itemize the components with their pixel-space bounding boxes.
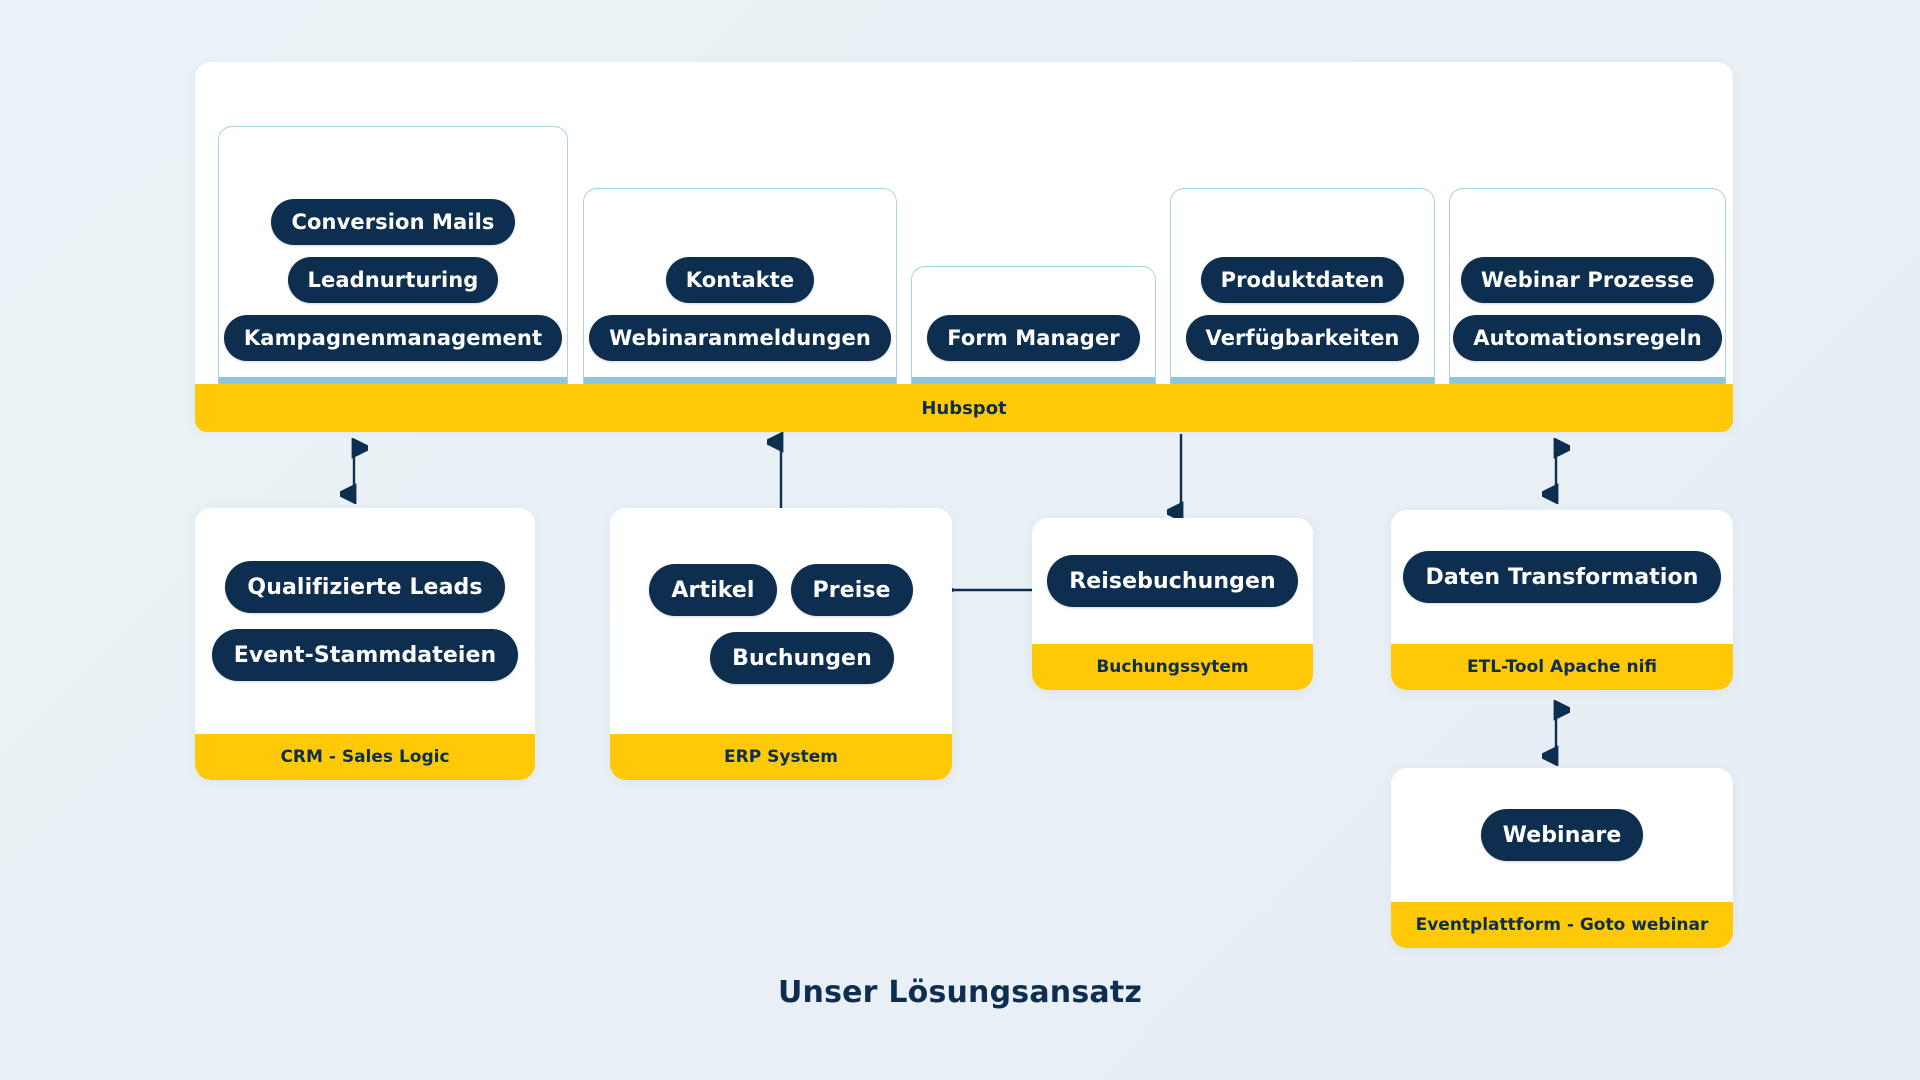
hubspot-platform-container: Conversion Mails Leadnurturing Kampagnen… — [195, 62, 1733, 428]
entity-pill[interactable]: Buchungen — [710, 632, 894, 684]
module-items: Webinar Prozesse Automationsregeln — [1450, 189, 1725, 377]
entity-pill[interactable]: Event-Stammdateien — [211, 629, 519, 681]
module-items: Produktdaten Verfügbarkeiten — [1171, 189, 1434, 377]
capability-pill[interactable]: Produktdaten — [1200, 257, 1405, 303]
system-card-buchungssytem[interactable]: Reisebuchungen Buchungssytem — [1032, 518, 1313, 690]
system-items: Artikel Preise Buchungen — [610, 508, 952, 734]
arrow-hubspot-to-crm-sales — [340, 438, 368, 504]
capability-pill[interactable]: Conversion Mails — [271, 199, 515, 245]
system-caption: ERP System — [610, 734, 952, 780]
system-items: Reisebuchungen — [1032, 518, 1313, 644]
system-caption: Eventplattform - Goto webinar — [1391, 902, 1733, 948]
system-items: Webinare — [1391, 768, 1733, 902]
entity-pill[interactable]: Qualifizierte Leads — [225, 561, 505, 613]
system-caption: Buchungssytem — [1032, 644, 1313, 690]
entity-pill[interactable]: Webinare — [1480, 809, 1644, 861]
capability-pill[interactable]: Kampagnenmanagement — [223, 315, 563, 361]
capability-pill[interactable]: Webinaranmeldungen — [589, 315, 891, 361]
module-items: Form Manager — [912, 267, 1155, 377]
arrow-etl-to-eventplatform — [1542, 700, 1570, 766]
capability-pill[interactable]: Verfügbarkeiten — [1185, 315, 1420, 361]
entity-pill[interactable]: Preise — [790, 564, 913, 616]
capability-pill[interactable]: Form Manager — [927, 315, 1140, 361]
entity-pill[interactable]: Reisebuchungen — [1047, 555, 1298, 607]
capability-pill[interactable]: Automationsregeln — [1453, 315, 1722, 361]
system-caption: ETL-Tool Apache nifi — [1391, 644, 1733, 690]
entity-pill[interactable]: Daten Transformation — [1403, 551, 1721, 603]
module-items: Conversion Mails Leadnurturing Kampagnen… — [219, 127, 567, 377]
capability-pill[interactable]: Leadnurturing — [287, 257, 499, 303]
capability-pill[interactable]: Kontakte — [665, 257, 815, 303]
system-card-etl-tool-apache-nifi[interactable]: Daten Transformation ETL-Tool Apache nif… — [1391, 510, 1733, 690]
page-title: Unser Lösungsansatz — [777, 975, 1143, 1010]
system-items: Qualifizierte Leads Event-Stammdateien — [195, 508, 535, 734]
arrow-erp-to-hubspot — [767, 432, 784, 508]
entity-pill[interactable]: Artikel — [649, 564, 777, 616]
system-caption: CRM - Sales Logic — [195, 734, 535, 780]
hubspot-platform-label: Hubspot — [195, 384, 1733, 432]
system-card-eventplattform-goto-webinar[interactable]: Webinare Eventplattform - Goto webinar — [1391, 768, 1733, 948]
system-card-erp-system[interactable]: Artikel Preise Buchungen ERP System — [610, 508, 952, 780]
system-items: Daten Transformation — [1391, 510, 1733, 644]
arrow-booking-to-erp — [944, 579, 1036, 601]
module-items: Kontakte Webinaranmeldungen — [584, 189, 896, 377]
arrow-hubspot-to-etl — [1542, 438, 1570, 504]
system-card-crm-sales-logic[interactable]: Qualifizierte Leads Event-Stammdateien C… — [195, 508, 535, 780]
arrow-hubspot-to-booking — [1167, 434, 1184, 522]
module-card-marketing-automation[interactable]: Conversion Mails Leadnurturing Kampagnen… — [218, 126, 568, 418]
module-card-workflows-logik[interactable]: Webinar Prozesse Automationsregeln Workf… — [1449, 188, 1726, 418]
capability-pill[interactable]: Webinar Prozesse — [1460, 257, 1715, 303]
